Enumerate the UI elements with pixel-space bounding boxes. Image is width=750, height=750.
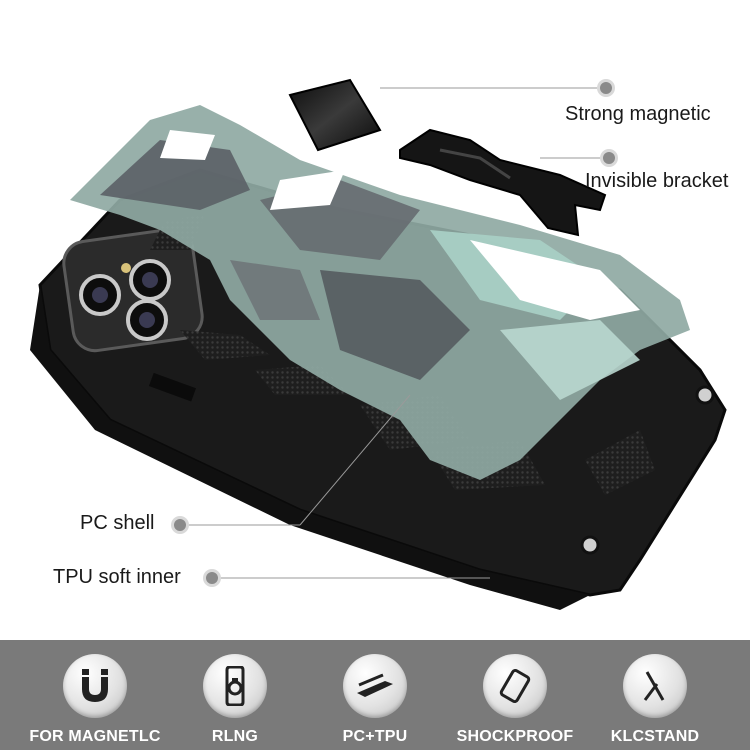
feature-shockproof: SHOCKPROOF [440, 654, 590, 746]
callout-dot-invisible-bracket [603, 152, 615, 164]
feature-band: FOR MAGNETLC RLNG PC+TPU SHOCKPROOF [0, 640, 750, 750]
feature-kickstand: KLCSTAND [580, 654, 730, 746]
feature-ring: RLNG [160, 654, 310, 746]
magnetic-plate [288, 78, 382, 152]
feature-label: PC+TPU [342, 728, 408, 745]
ring-icon [203, 654, 267, 718]
feature-label: KLCSTAND [610, 728, 700, 745]
feature-label: SHOCKPROOF [456, 728, 574, 745]
feature-magnetic: FOR MAGNETLC [20, 654, 170, 746]
callout-strong-magnetic: Strong magnetic [565, 103, 711, 125]
callout-pc-shell: PC shell [80, 512, 155, 534]
feature-pc-tpu: PC+TPU [300, 654, 450, 746]
camo-kickstand-frame [70, 105, 690, 480]
invisible-bracket-part [399, 128, 607, 237]
callout-dot-tpu-soft-inner [206, 572, 218, 584]
phone-case-illustration [30, 78, 727, 610]
callout-tpu-soft-inner: TPU soft inner [53, 566, 181, 588]
callout-lines [186, 87, 606, 579]
callout-dot-pc-shell [174, 519, 186, 531]
layers-icon [343, 654, 407, 718]
callout-invisible-bracket: Invisible bracket [585, 170, 729, 192]
magnet-u-icon [63, 654, 127, 718]
feature-label: FOR MAGNETLC [29, 728, 161, 745]
product-image: Strong magnetic Invisible bracket PC she… [30, 78, 729, 610]
callout-dot-strong-magnetic [600, 82, 612, 94]
phone-tilt-icon [483, 654, 547, 718]
feature-label: RLNG [211, 728, 259, 745]
kickstand-icon [623, 654, 687, 718]
